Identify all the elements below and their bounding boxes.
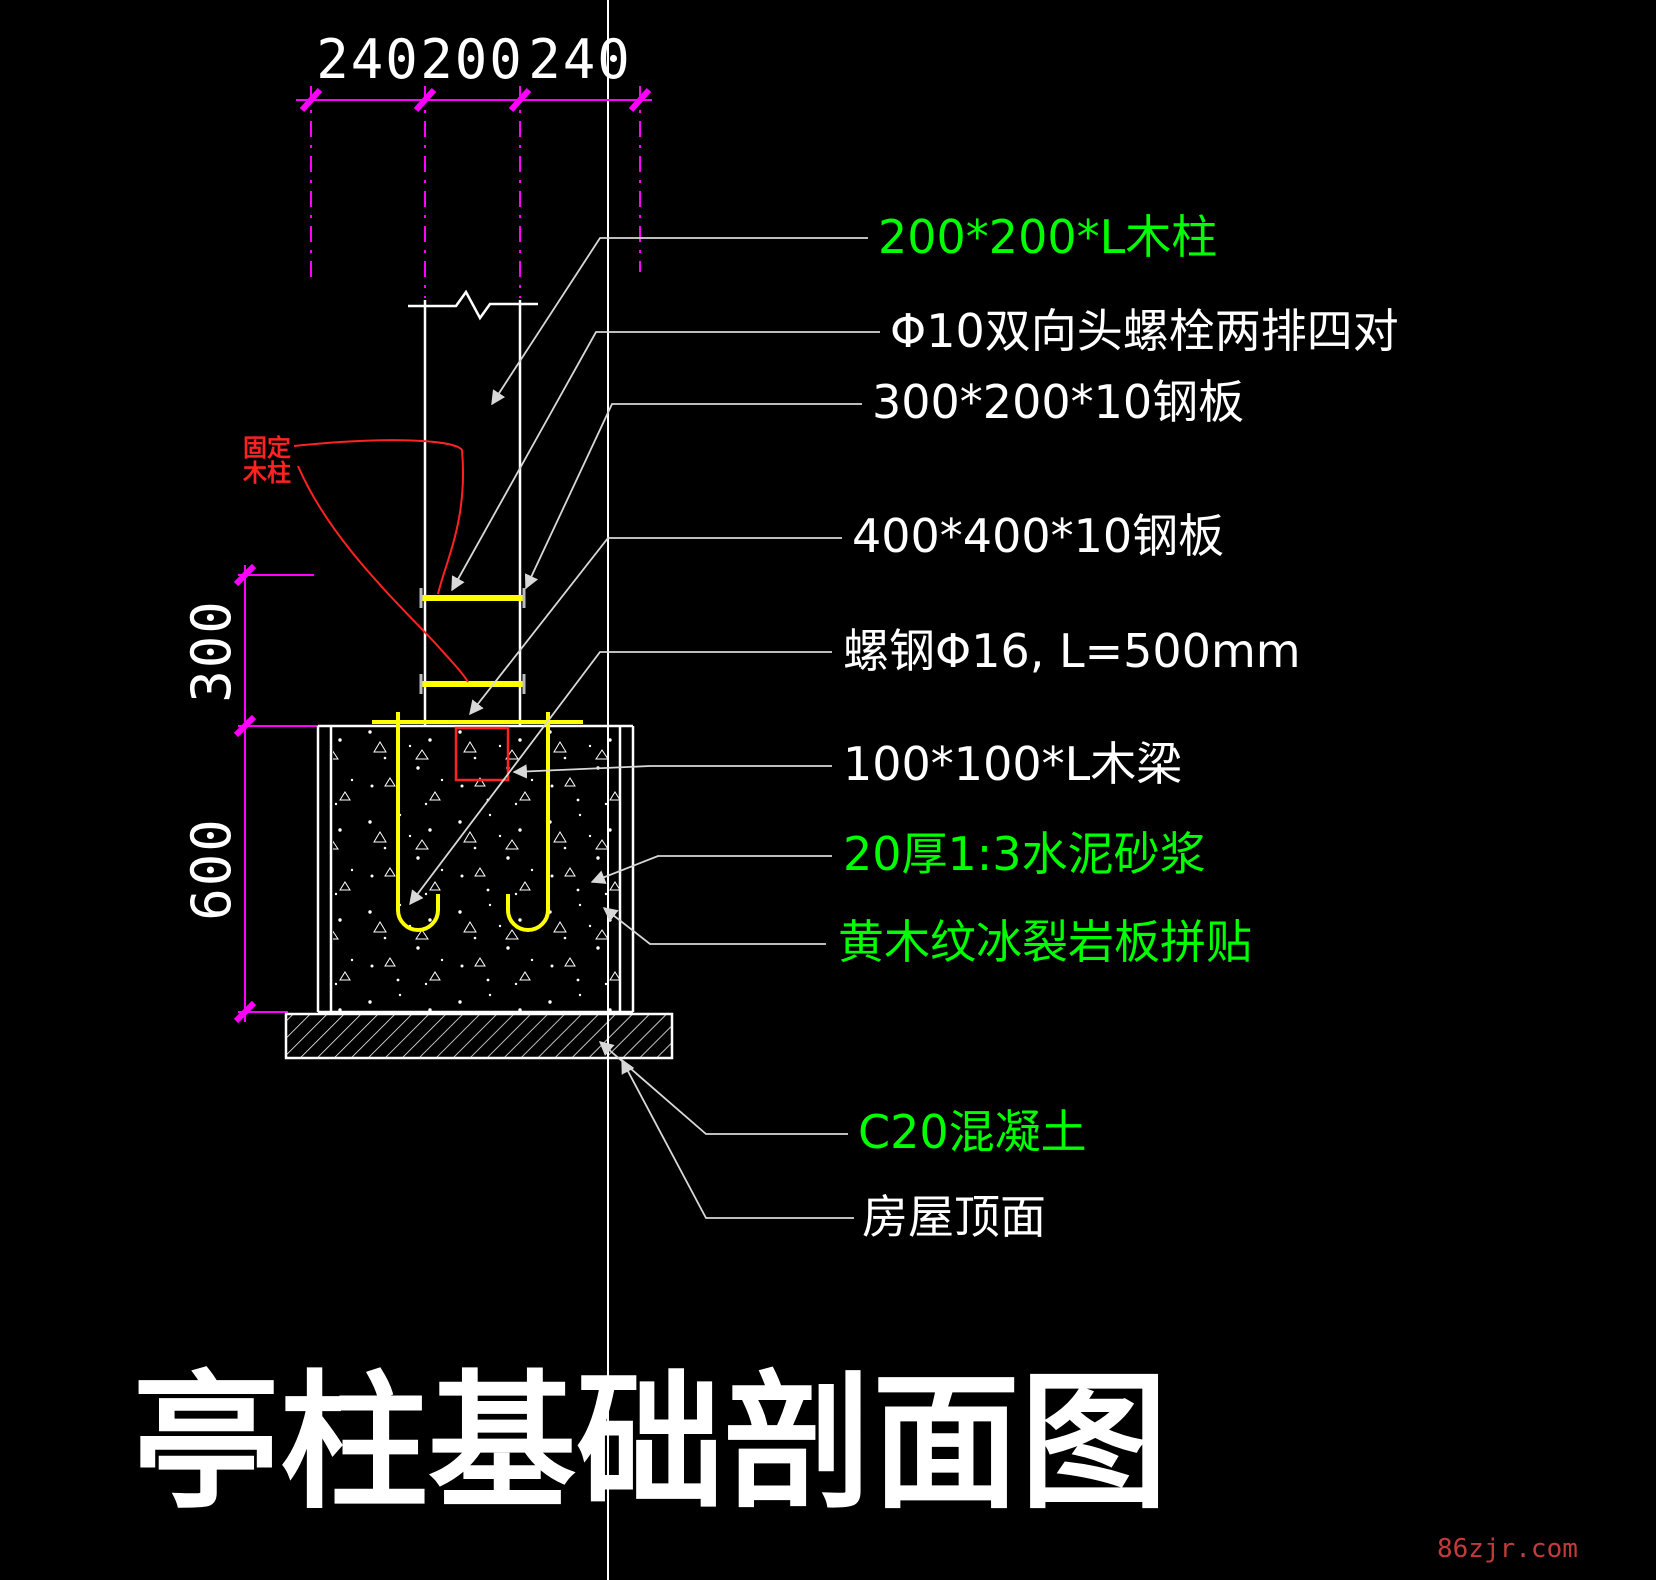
label-wood-beam: 100*100*L木梁 [843,737,1183,791]
left-dimension-lines [233,563,318,1024]
concrete-slab [284,1012,674,1060]
label-steel-plate-400: 400*400*10钢板 [852,509,1225,563]
wood-column [408,289,538,726]
watermark: 86zjr.com [1437,1534,1578,1564]
label-cement-mortar: 20厚1:3水泥砂浆 [843,827,1206,881]
top-dimension-lines [296,86,652,298]
dim-top-240-left: 240 [316,28,420,91]
dim-left-600: 600 [180,817,243,921]
wood-beam-pocket [454,726,510,782]
dim-top-200: 200 [420,28,524,91]
label-concrete: C20混凝土 [858,1105,1087,1159]
drawing-title: 亭柱基础剖面图 [132,1357,1168,1529]
label-steel-plate-300: 300*200*10钢板 [872,375,1245,429]
break-symbol [408,289,538,321]
label-roof-surface: 房屋顶面 [862,1190,1046,1244]
label-bolts: Φ10双向头螺栓两排四对 [890,304,1399,358]
callout-leader-curves [293,439,469,683]
dim-left-300: 300 [180,599,243,703]
callout-fix-wood-column: 固定木柱 [243,434,291,488]
foundation-block [316,720,635,1014]
anchor-bolts [396,712,550,932]
label-wood-column: 200*200*L木柱 [878,210,1218,264]
label-rock-panel: 黄木纹冰裂岩板拼贴 [838,915,1252,969]
annotation-leaders [409,237,880,1219]
dim-top-240-right: 240 [528,28,632,91]
bolt-plates [419,588,526,694]
label-anchor-rod: 螺钢Φ16, L=500mm [843,624,1301,678]
